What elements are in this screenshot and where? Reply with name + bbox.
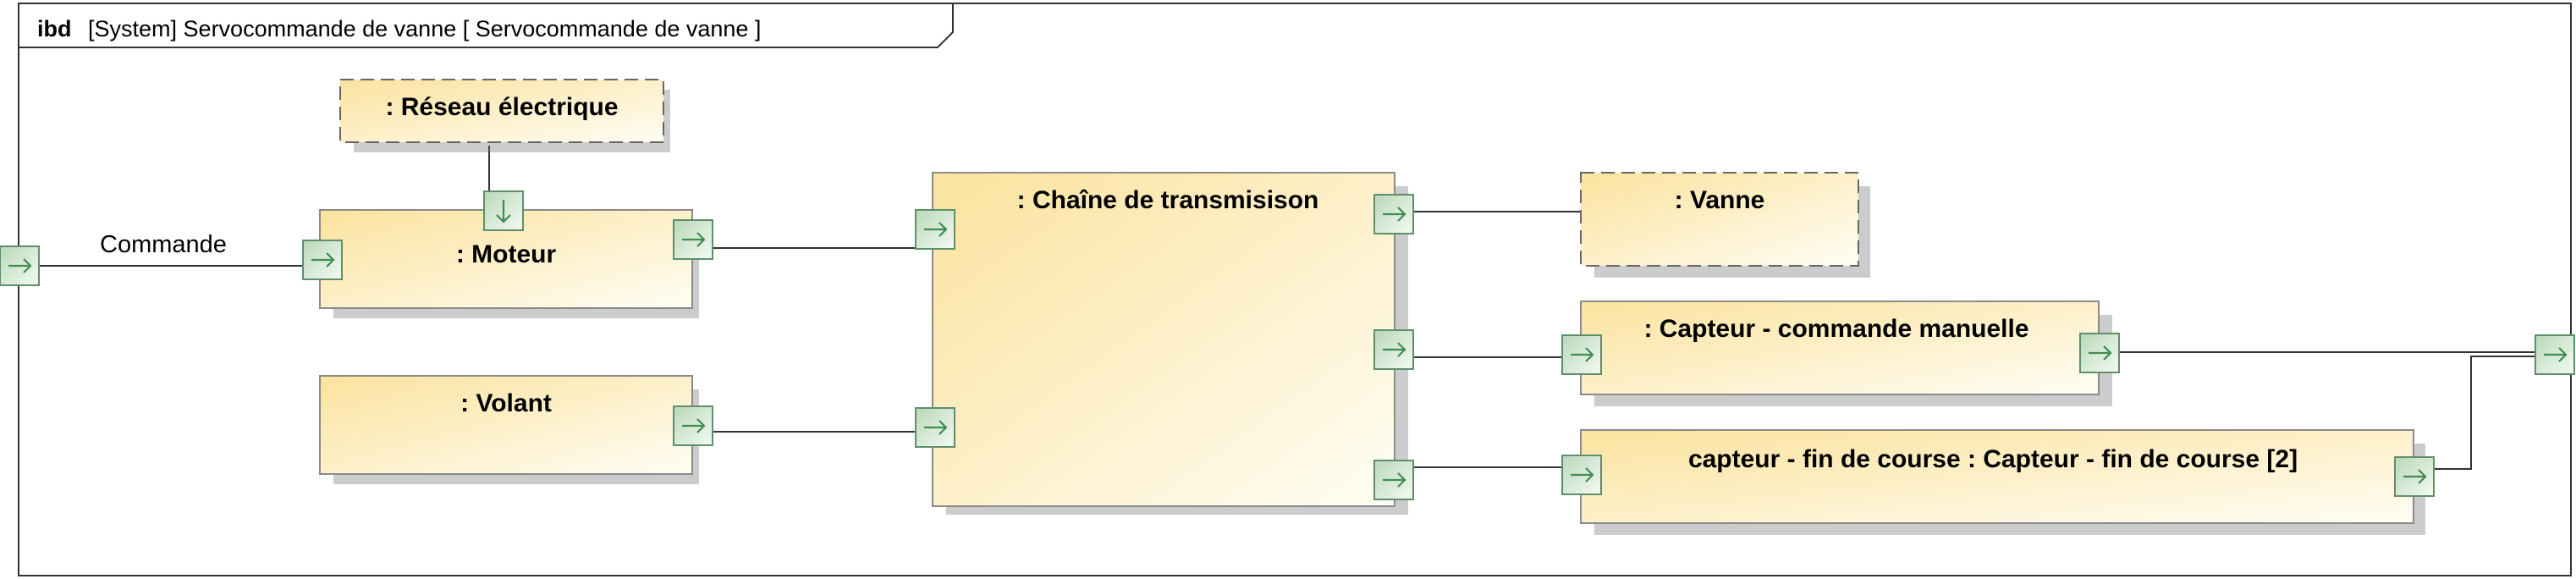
part-label-vanne: : Vanne — [1675, 186, 1765, 214]
arrow-right-icon — [682, 418, 706, 433]
port-moteur-in[interactable] — [302, 240, 343, 280]
part-label-capteur-fin: capteur - fin de course : Capteur - fin … — [1688, 445, 2298, 473]
arrow-right-icon — [8, 258, 32, 273]
port-chaine-out-capteur-fin[interactable] — [1373, 460, 1414, 500]
part-label-reseau: : Réseau électrique — [385, 93, 618, 121]
part-moteur[interactable]: : Moteur — [319, 209, 699, 318]
port-capteur-manuel-out[interactable] — [2079, 333, 2120, 373]
part-label-capteur-manuel: : Capteur - commande manuelle — [1643, 315, 2028, 343]
port-chaine-out-capteur-manuel[interactable] — [1373, 329, 1414, 370]
arrow-right-icon — [682, 232, 706, 247]
arrow-right-icon — [924, 222, 948, 237]
arrow-right-icon — [2544, 347, 2568, 362]
frame-title: [System] Servocommande de vanne [ Servoc… — [88, 16, 761, 41]
arrow-right-icon — [1383, 342, 1406, 357]
svg-text:ibd [System] Servocomman: ibd [System] Servocommande de vanne [ Se… — [37, 16, 761, 41]
part-vanne[interactable]: : Vanne — [1580, 172, 1870, 278]
arrow-right-icon — [2089, 345, 2112, 361]
part-capteur-fin-de-course[interactable]: capteur - fin de course : Capteur - fin … — [1580, 429, 2425, 535]
port-frame-out[interactable] — [2535, 334, 2575, 375]
ports — [0, 190, 2575, 500]
port-chaine-out-vanne[interactable] — [1373, 194, 1414, 234]
arrow-right-icon — [1383, 207, 1406, 222]
part-label-moteur: : Moteur — [456, 240, 557, 268]
port-capteur-fin-in[interactable] — [1561, 455, 1602, 495]
arrow-right-icon — [2403, 469, 2427, 484]
connector-capteur-fin-out[interactable] — [2434, 356, 2535, 470]
part-label-volant: : Volant — [460, 389, 552, 417]
port-moteur-power-in[interactable] — [483, 190, 524, 231]
port-frame-commande-in[interactable] — [0, 245, 40, 286]
connector-label-commande: Commande — [100, 231, 227, 258]
diagram-frame: ibd [System] Servocommande de vanne [ Se… — [18, 3, 2572, 576]
part-label-chaine: : Chaîne de transmisison — [1017, 186, 1319, 214]
port-capteur-fin-out[interactable] — [2394, 456, 2435, 497]
port-volant-out[interactable] — [673, 405, 713, 446]
port-moteur-out[interactable] — [673, 219, 713, 260]
arrow-right-icon — [1571, 347, 1594, 362]
part-capteur-commande-manuelle[interactable]: : Capteur - commande manuelle — [1580, 301, 2112, 406]
port-capteur-manuel-in[interactable] — [1561, 334, 1602, 375]
connectors — [39, 146, 2535, 470]
arrow-right-icon — [1383, 472, 1406, 488]
part-reseau-electrique[interactable]: : Réseau électrique — [339, 79, 670, 152]
arrow-down-icon — [496, 200, 511, 223]
frame-keyword: ibd — [37, 16, 72, 41]
arrow-right-icon — [311, 252, 335, 267]
part-volant[interactable]: : Volant — [319, 375, 699, 484]
arrow-right-icon — [1571, 467, 1594, 482]
port-chaine-in-volant[interactable] — [915, 407, 955, 448]
arrow-right-icon — [924, 420, 948, 435]
part-chaine-transmission[interactable]: : Chaîne de transmisison — [932, 172, 1408, 515]
port-chaine-in-moteur[interactable] — [915, 209, 955, 250]
